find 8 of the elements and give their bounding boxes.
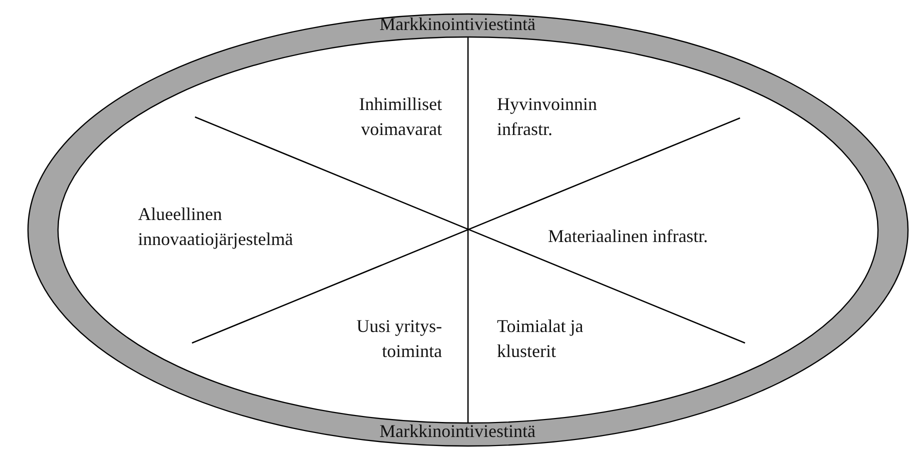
- sector-label: Uusi yritys-toiminta: [356, 315, 442, 363]
- band-label: Markkinointiviestintä: [378, 13, 536, 36]
- band-label: Markkinointiviestintä: [378, 420, 536, 443]
- sector-label: Materiaalinen infrastr.: [548, 225, 709, 248]
- sector-label: Toimialat ja klusterit: [497, 315, 584, 363]
- sector-label: Inhimilliset voimavarat: [358, 93, 442, 141]
- sector-label: Alueellinen innovaatiojärjestelmä: [138, 203, 294, 251]
- sector-label: Hyvinvoinnin infrastr.: [497, 93, 598, 141]
